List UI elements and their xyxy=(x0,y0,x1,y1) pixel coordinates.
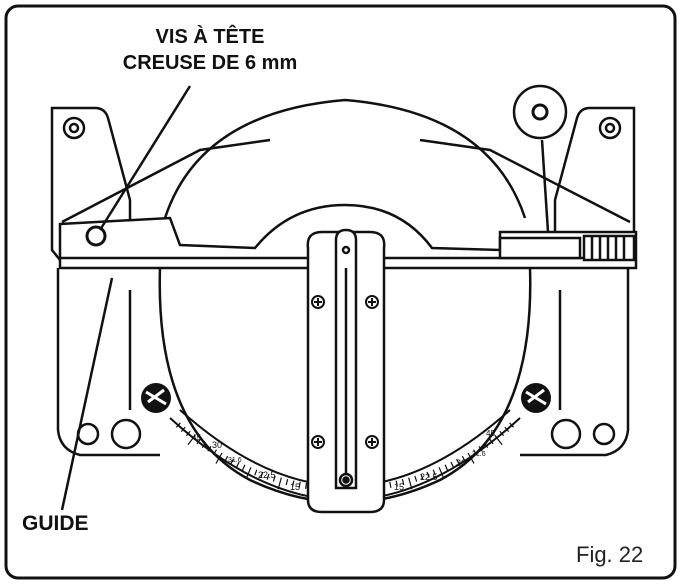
guide-label: GUIDE xyxy=(22,512,89,535)
scale-tick xyxy=(456,458,460,465)
scale-tick xyxy=(489,438,494,445)
socket-head-screw-icon xyxy=(85,225,107,247)
scale-tick xyxy=(483,442,489,449)
socket-head-screw-label: VIS À TÊTE CREUSE DE 6 mm xyxy=(60,24,360,76)
scale-tick xyxy=(499,430,505,437)
scale-label-right-30: 30 xyxy=(456,458,466,468)
scale-label-right-15: 15 xyxy=(394,482,404,492)
detail-inset-circle xyxy=(512,84,568,233)
scale-tick xyxy=(408,477,413,490)
scale-tick xyxy=(478,445,483,452)
scale-tick xyxy=(494,434,503,446)
scale-tick xyxy=(201,442,207,449)
left-lock-knob-icon xyxy=(141,383,171,413)
scale-tick xyxy=(196,438,201,445)
scale-tick xyxy=(212,449,218,456)
scale-tick xyxy=(432,469,436,476)
scale-tick xyxy=(509,422,515,428)
scale-tick xyxy=(175,422,181,428)
scale-tick xyxy=(472,449,478,456)
scale-tick xyxy=(241,464,246,471)
right-lock-knob-icon xyxy=(521,383,551,413)
scale-tick xyxy=(504,426,510,432)
figure-caption: Fig. 22 xyxy=(576,542,644,567)
scale-label-edge-left: 45 xyxy=(192,433,201,442)
scale-tick xyxy=(230,458,234,465)
kerf-plate xyxy=(306,228,386,514)
scale-tick xyxy=(224,455,229,462)
scale-label-edge-right: 45 xyxy=(486,429,495,438)
scale-tick xyxy=(266,473,270,480)
scale-tick xyxy=(215,452,223,464)
scale-tick xyxy=(180,426,186,432)
scale-tick xyxy=(401,479,405,486)
kerf-plate-screws xyxy=(311,295,379,449)
scale-tick xyxy=(260,471,264,478)
scale-tick xyxy=(185,430,191,437)
scale-tick xyxy=(298,481,301,488)
scale-tick xyxy=(277,477,282,490)
scale-tick xyxy=(426,471,430,478)
scale-tick xyxy=(461,455,466,462)
screw-label-line2: CREUSE DE 6 mm xyxy=(122,52,298,74)
scale-tick xyxy=(395,480,398,487)
scale-label-small-right: 31.6 xyxy=(472,451,486,458)
scale-tick xyxy=(285,479,289,486)
scale-tick xyxy=(450,461,455,468)
scale-tick xyxy=(420,473,424,480)
scale-tick xyxy=(467,452,475,464)
screw-label-line1: VIS À TÊTE xyxy=(155,26,265,48)
scale-tick xyxy=(254,469,258,476)
scale-tick xyxy=(207,445,212,452)
scale-label-right-22-5: 22.5 xyxy=(420,472,438,482)
scale-label-left-15: 15 xyxy=(290,482,300,492)
scale-tick xyxy=(444,464,449,471)
scale-tick xyxy=(414,475,418,482)
scale-label-left-22-5: 22.5 xyxy=(258,470,276,480)
scale-tick xyxy=(235,461,240,468)
scale-tick xyxy=(187,434,196,446)
scale-tick xyxy=(272,475,276,482)
adjustment-knob xyxy=(582,234,636,262)
leader-lines xyxy=(60,85,192,511)
blade-guard xyxy=(61,98,631,224)
scale-tick xyxy=(245,467,252,479)
scale-tick xyxy=(389,481,392,488)
scale-tick xyxy=(305,482,308,489)
scale-tick xyxy=(292,480,295,487)
scale-tick xyxy=(438,467,445,479)
saw-base xyxy=(56,268,630,457)
scale-label-small-left: 31.6 xyxy=(228,457,242,464)
scale-label-left-30: 30 xyxy=(212,440,222,450)
